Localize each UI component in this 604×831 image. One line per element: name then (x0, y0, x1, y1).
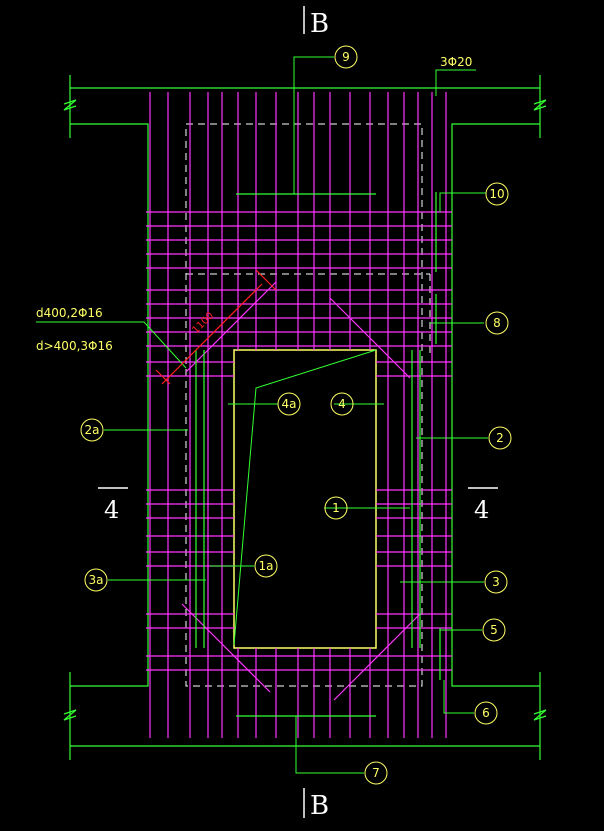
horizontal-rebars (146, 211, 452, 671)
section-label-left: 4 (104, 496, 119, 524)
note-line-1: d400,2Φ16 (36, 306, 103, 320)
marker-8: 8 (493, 316, 501, 330)
marker-9: 9 (342, 50, 350, 64)
marker-6: 6 (482, 706, 490, 720)
marker-1a: 1a (259, 559, 274, 573)
marker-7: 7 (372, 766, 380, 780)
dimension-line (155, 269, 277, 385)
vertical-rebars (149, 92, 447, 738)
marker-3: 3 (492, 575, 500, 589)
rebar-top-label: 3Φ20 (440, 55, 472, 69)
diagonal-bars (181, 281, 421, 701)
marker-4: 4 (338, 397, 346, 411)
marker-1: 1 (332, 501, 340, 515)
marker-circles (80, 45, 512, 785)
marker-4a: 4a (282, 397, 297, 411)
marker-5: 5 (490, 623, 498, 637)
marker-2a: 2a (85, 423, 100, 437)
section-label-bottom: B (310, 791, 329, 821)
section-label-top: B (310, 9, 329, 39)
section-label-right: 4 (474, 496, 489, 524)
green-bars (195, 192, 441, 717)
leader-lines (36, 56, 488, 774)
note-line-2: d>400,3Φ16 (36, 339, 113, 353)
marker-3a: 3a (89, 573, 104, 587)
opening-outline (233, 349, 377, 649)
marker-10: 10 (489, 187, 504, 201)
dashed-boundary (185, 123, 431, 687)
wall-outline (63, 75, 547, 760)
marker-2: 2 (496, 431, 504, 445)
section-marks (98, 6, 498, 818)
